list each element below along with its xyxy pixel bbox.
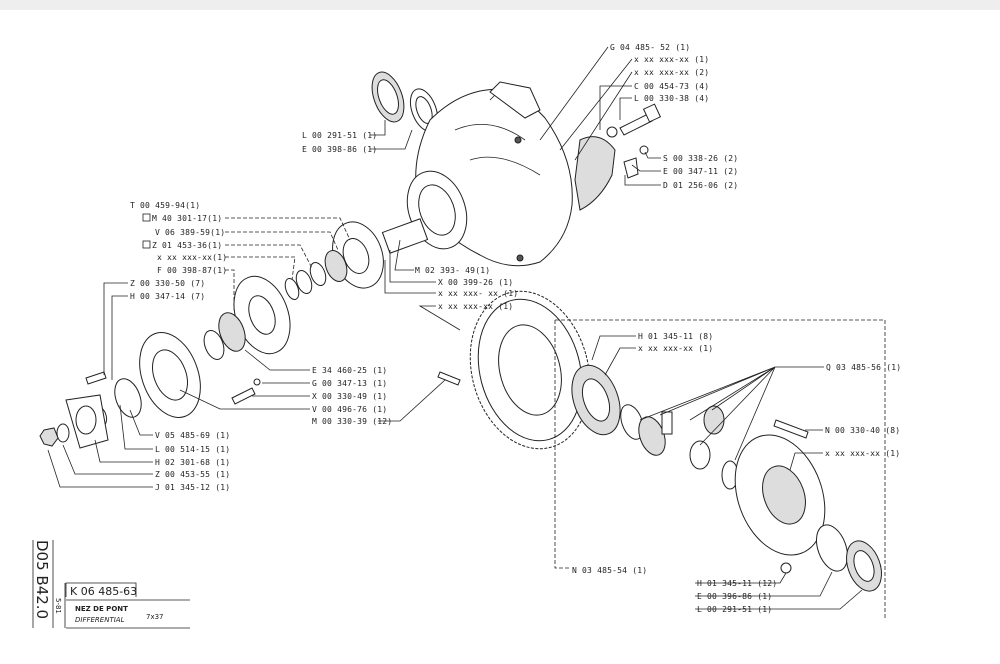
part-label: x xx xxx-xx (1) — [825, 449, 900, 458]
part-label: Z 00 330-50 (7) — [130, 279, 205, 288]
top-bearing — [371, 71, 439, 132]
part-label: D 01 256-06 (2) — [663, 181, 738, 190]
cap-and-bolt — [574, 103, 662, 211]
part-label: Z 01 453-36(1) — [152, 241, 222, 250]
part-label: L 00 514-15 (1) — [155, 445, 230, 454]
part-label: T 00 459-94(1) — [130, 201, 200, 210]
part-label: C 00 454-73 (4) — [634, 82, 709, 91]
part-label: H 01 345-11 (8) — [638, 332, 713, 341]
pinion-assembly — [39, 218, 461, 449]
part-label: L 00 291-51 (1) — [302, 131, 377, 140]
part-label: G 00 347-13 (1) — [312, 379, 387, 388]
part-label: x xx xxx-xx(1) — [157, 253, 227, 262]
part-label: L 00 330-38 (4) — [634, 94, 709, 103]
sheet-code: D05 B42.0 — [33, 540, 51, 619]
part-label: L 00 291-51 (1) — [697, 605, 772, 614]
checkbox-marker — [142, 240, 151, 249]
part-label: x xx xxx-xx (2) — [634, 68, 709, 77]
sheet-date: 5-81 — [54, 598, 62, 614]
top-bar — [0, 0, 1000, 10]
part-label: H 00 347-14 (7) — [130, 292, 205, 301]
part-label: H 02 301-68 (1) — [155, 458, 230, 467]
part-label: E 34 460-25 (1) — [312, 366, 387, 375]
part-label: E 00 347-11 (2) — [663, 167, 738, 176]
crown-wheel — [469, 290, 591, 450]
part-label: x xx xxx-xx (1) — [634, 55, 709, 64]
axle-housing — [406, 81, 573, 267]
part-label: X 00 330-49 (1) — [312, 392, 387, 401]
gear-ratio: 7x37 — [146, 613, 164, 621]
part-label: M 02 393- 49(1) — [415, 266, 490, 275]
part-label: V 06 389-59(1) — [155, 228, 225, 237]
part-label: F 00 398-87(1) — [157, 266, 227, 275]
leader-lines — [47, 46, 886, 620]
part-label: J 01 345-12 (1) — [155, 483, 230, 492]
part-label: M 40 301-17(1) — [152, 214, 222, 223]
name-fr: NEZ DE PONT — [75, 605, 128, 613]
part-label: x xx xxx-xx (1) — [638, 344, 713, 353]
part-label: G 04 485- 52 (1) — [610, 43, 690, 52]
part-label: V 05 485-69 (1) — [155, 431, 230, 440]
part-label: H 01 345-11 (12) — [697, 579, 777, 588]
part-label: E 00 396-86 (1) — [697, 592, 772, 601]
part-label: M 00 330-39 (12) — [312, 417, 392, 426]
part-label: N 03 485-54 (1) — [572, 566, 647, 575]
differential-assembly — [571, 364, 882, 592]
part-label: N 00 330-40 (8) — [825, 426, 900, 435]
checkbox-marker — [142, 213, 151, 222]
part-label: S 00 338-26 (2) — [663, 154, 738, 163]
part-label: V 00 496-76 (1) — [312, 405, 387, 414]
name-en: DIFFERENTIAL — [75, 616, 125, 624]
part-label: x xx xxx- xx (1) — [438, 289, 518, 298]
part-number: K 06 485-63 — [70, 585, 137, 598]
title-block: D05 B42.0 5-81 K 06 485-63 NEZ DE PONT D… — [32, 540, 190, 629]
part-label: Q 03 485-56 (1) — [826, 363, 901, 372]
part-label: X 00 399-26 (1) — [438, 278, 513, 287]
part-label: x xx xxx-xx (1) — [438, 302, 513, 311]
part-labels: G 04 485- 52 (1) x xx xxx-xx (1) x xx xx… — [130, 43, 901, 614]
parts-drawing — [39, 71, 882, 592]
part-label: E 00 398-86 (1) — [302, 145, 377, 154]
part-label: Z 00 453-55 (1) — [155, 470, 230, 479]
